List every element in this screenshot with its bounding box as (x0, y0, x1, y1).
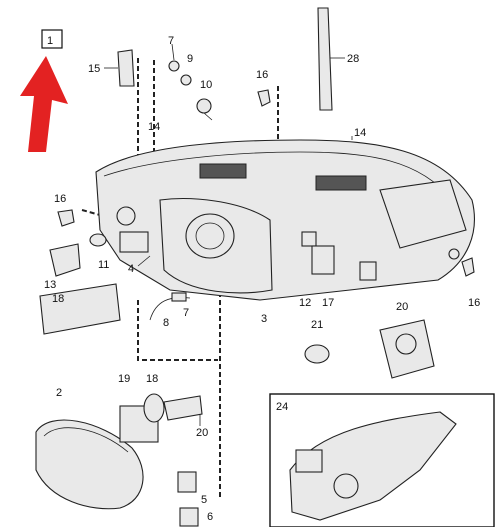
label-16-right: 16 (468, 297, 480, 309)
label-13: 12 (299, 297, 311, 309)
inset-label: 24 (276, 401, 288, 413)
part-8-wire: 8 7 (149, 292, 191, 329)
label-6: 6 (207, 511, 213, 523)
part-22-socket: 20 (379, 301, 435, 379)
label-21: 19 (118, 373, 130, 385)
part-13-label: 12 (299, 297, 311, 309)
label-10: 10 (200, 79, 212, 91)
label-7-top: 7 (168, 35, 174, 47)
part-19-ring: 18 (143, 373, 165, 423)
ref-box-label: 1 (47, 35, 53, 47)
part-17-label: 17 (322, 297, 334, 309)
label-2: 2 (56, 387, 62, 399)
part-28-strip: 28 (317, 7, 359, 111)
dashed-guides (81, 58, 279, 500)
label-16-left: 16 (54, 193, 66, 205)
label-9: 9 (187, 53, 193, 65)
part-3-label: 3 (261, 313, 267, 325)
label-4: 4 (128, 263, 134, 275)
part-18-strip: 18 (39, 283, 121, 335)
label-20: 20 (196, 427, 208, 439)
label-15: 15 (88, 63, 100, 75)
label-16-top: 16 (256, 69, 268, 81)
label-11: 11 (98, 259, 109, 271)
part-12-bulb-holder: 13 (44, 243, 81, 291)
label-12: 13 (44, 279, 56, 291)
part-5-bulb: 5 (177, 471, 207, 506)
part-9-nut: 9 (180, 53, 193, 86)
label-23: 21 (311, 319, 323, 331)
red-arrow-icon (20, 56, 68, 152)
label-8: 8 (163, 317, 169, 329)
part-7-bolt: 7 (168, 35, 180, 72)
part-23-cap: 21 (304, 319, 330, 364)
part-15-clip: 15 (88, 49, 135, 87)
label-18: 18 (52, 293, 64, 305)
label-3: 3 (261, 313, 267, 325)
label-5: 5 (201, 494, 207, 506)
headlamp-housing: 14 14 (95, 121, 475, 301)
label-7-bottom: 7 (183, 307, 189, 319)
reference-box: 1 (41, 29, 63, 49)
part-11-bulb: 11 (89, 233, 109, 271)
label-19: 18 (146, 373, 158, 385)
part-16-clip-right: 16 (461, 257, 480, 309)
part-20-bulb: 20 (163, 395, 208, 439)
label-17: 17 (322, 297, 334, 309)
label-14-right: 14 (354, 127, 366, 139)
part-2-lens-cover: 2 (35, 387, 144, 510)
part-16-clip-top: 16 (256, 69, 271, 107)
label-14-left: 14 (148, 121, 160, 133)
part-21-cap: 19 (118, 373, 159, 443)
part-10-connector: 10 (196, 79, 213, 121)
label-22: 20 (396, 301, 408, 313)
part-6-holder: 6 (179, 507, 213, 527)
part-16-clip-left: 16 (54, 193, 75, 227)
part-4-socket: 4 (119, 231, 151, 275)
label-28: 28 (347, 53, 359, 65)
inset-panel-24: 24 (269, 393, 495, 527)
